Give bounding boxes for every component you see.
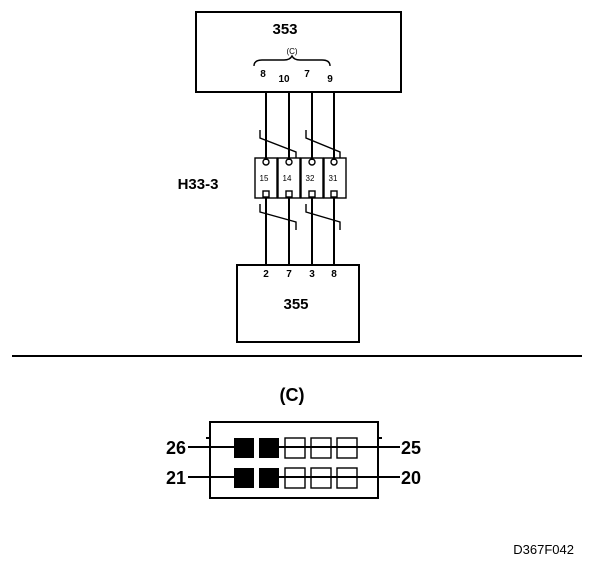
twisted-pair-mark xyxy=(305,130,341,158)
component-355-box xyxy=(236,264,360,343)
pin-label-20: 20 xyxy=(401,468,421,488)
pin-label-26: 26 xyxy=(166,438,186,458)
component-353-pin-1: 8 xyxy=(260,69,266,80)
component-353-label: 353 xyxy=(272,21,297,38)
junction-pin-3: 32 xyxy=(306,174,315,183)
component-353-pin-3: 7 xyxy=(304,69,310,80)
component-355-pin-3: 3 xyxy=(309,269,315,280)
twisted-pair-mark xyxy=(259,130,297,158)
connector-view-title: (C) xyxy=(280,385,305,405)
junction-h33-3: H33-3 15 14 32 31 xyxy=(178,157,347,199)
wires-upper xyxy=(259,92,341,160)
twisted-pair-mark xyxy=(259,204,297,230)
component-355-label: 355 xyxy=(283,296,308,313)
component-355-pin-1: 2 xyxy=(263,269,269,280)
junction-pin-1: 15 xyxy=(260,174,269,183)
wires-lower xyxy=(259,198,341,265)
junction-pin-4: 31 xyxy=(329,174,338,183)
cavity-filled xyxy=(259,438,279,458)
component-353-pin-4: 9 xyxy=(327,74,333,85)
twisted-pair-mark xyxy=(305,204,341,230)
pin-label-25: 25 xyxy=(401,438,421,458)
component-353-pin-2: 10 xyxy=(278,74,290,85)
component-353: 353 (C) 8 10 7 9 xyxy=(195,11,402,93)
component-355-pin-2: 7 xyxy=(286,269,292,280)
connector-housing xyxy=(209,421,379,499)
figure-id: D367F042 xyxy=(513,542,574,557)
component-353-box xyxy=(195,11,402,93)
pin-label-21: 21 xyxy=(166,468,186,488)
component-355: 2 7 3 8 355 xyxy=(236,264,360,343)
component-353-connector-tag: (C) xyxy=(286,47,297,56)
cavity-filled xyxy=(259,468,279,488)
connector-brace xyxy=(253,54,331,67)
connector-view: (C) 26 21 25 20 xyxy=(166,385,421,499)
junction-pin-2: 14 xyxy=(283,174,292,183)
junction-label: H33-3 xyxy=(178,176,219,193)
component-355-pin-4: 8 xyxy=(331,269,337,280)
